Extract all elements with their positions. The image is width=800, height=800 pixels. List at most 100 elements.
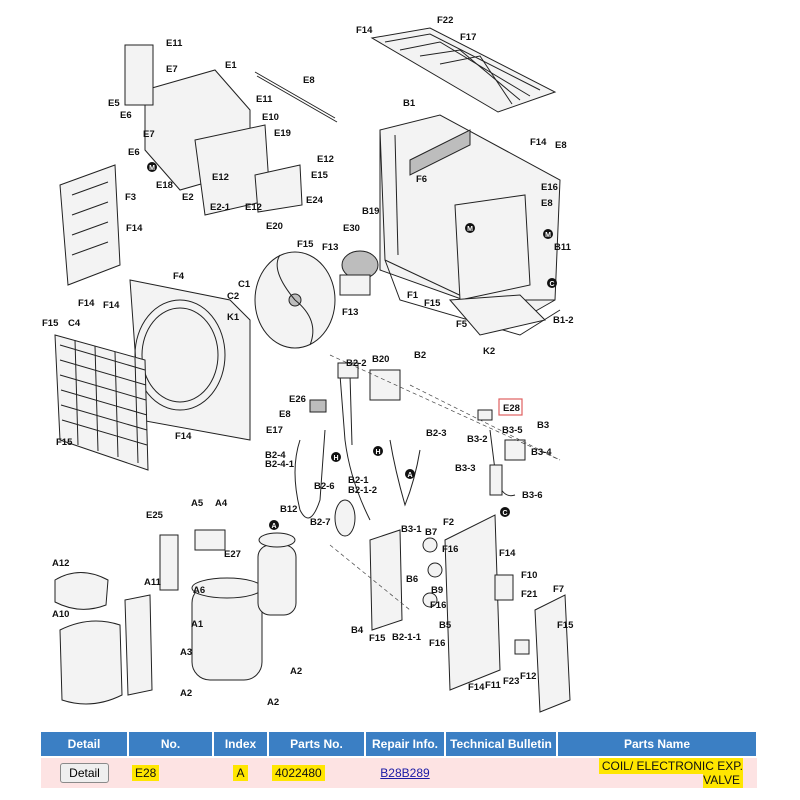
handle-panel: [534, 594, 571, 713]
connection-marker-h: H: [373, 446, 383, 456]
part-label-e26: E26: [289, 394, 306, 405]
connection-marker-m: M: [543, 229, 553, 239]
part-label-b2-4-1: B2-4-1: [265, 459, 295, 470]
part-label-e12: E12: [317, 154, 334, 165]
connection-marker-a: A: [405, 469, 415, 479]
part-label-f22: F22: [437, 15, 453, 26]
table-row: Detail E28 A 4022480 B28B289 COIL/ ELECT…: [41, 756, 757, 788]
part-label-e17: E17: [266, 425, 283, 436]
svg-text:H: H: [333, 455, 338, 462]
part-label-e24: E24: [306, 195, 324, 206]
part-label-b3-4: B3-4: [531, 447, 552, 458]
repair-info-link[interactable]: B28B289: [380, 766, 430, 780]
part-label-b3-5: B3-5: [502, 425, 523, 436]
cell-technical-bulletin: [445, 756, 557, 788]
connection-marker-m: M: [465, 223, 475, 233]
part-label-b1-2: B1-2: [553, 315, 574, 326]
col-header-parts-no: Parts No.: [268, 732, 366, 757]
part-label-a10: A10: [52, 609, 69, 620]
cell-index: A: [213, 756, 268, 788]
top-cover-panel: [370, 27, 557, 113]
part-label-b6: B6: [406, 574, 418, 585]
part-label-f23: F23: [503, 676, 519, 687]
part-label-b2-4: B2-4: [265, 450, 286, 461]
part-label-f14: F14: [356, 25, 373, 36]
part-label-b7: B7: [425, 527, 437, 538]
part-label-e7: E7: [166, 64, 178, 75]
part-label-f15: F15: [297, 239, 314, 250]
part-label-b3-6: B3-6: [522, 490, 543, 501]
connection-marker-c: C: [547, 278, 557, 288]
part-label-f17: F17: [460, 32, 476, 43]
col-header-no: No.: [128, 732, 214, 757]
part-label-e11: E11: [166, 38, 183, 49]
svg-text:C: C: [502, 510, 507, 517]
side-grille: [59, 164, 121, 286]
col-header-detail: Detail: [41, 732, 129, 757]
part-label-a2: A2: [290, 666, 302, 677]
part-label-a2: A2: [267, 697, 279, 708]
part-label-b3: B3: [537, 420, 549, 431]
part-label-b2: B2: [414, 350, 426, 361]
part-label-e11: E11: [256, 94, 273, 105]
front-grille: [54, 334, 149, 471]
part-label-e8: E8: [541, 198, 553, 209]
part-label-e8: E8: [279, 409, 291, 420]
part-label-b3-1: B3-1: [401, 524, 422, 535]
part-label-e5: E5: [108, 98, 120, 109]
part-label-f14: F14: [468, 682, 485, 693]
part-label-f11: F11: [485, 680, 502, 691]
connection-marker-c: C: [500, 507, 510, 517]
part-label-b2-3: B2-3: [426, 428, 447, 439]
col-header-technical-bulletin: Technical Bulletin: [445, 732, 558, 757]
svg-text:C: C: [549, 281, 554, 288]
unit-base-frame: [379, 114, 561, 336]
part-label-e8: E8: [555, 140, 567, 151]
part-label-e7: E7: [143, 129, 155, 140]
svg-text:M: M: [149, 165, 155, 172]
part-label-b3-3: B3-3: [455, 463, 476, 474]
part-label-a12: A12: [52, 558, 69, 569]
part-label-e27: E27: [224, 549, 241, 560]
part-label-a5: A5: [191, 498, 204, 509]
part-label-c4: C4: [68, 318, 81, 329]
part-label-k1: K1: [227, 312, 240, 323]
cell-no: E28: [128, 756, 213, 788]
part-label-e2: E2: [182, 192, 194, 203]
part-label-b2-1: B2-1: [348, 475, 369, 486]
part-label-e12: E12: [212, 172, 229, 183]
part-label-f15: F15: [56, 437, 73, 448]
part-label-f5: F5: [456, 319, 468, 330]
fan-motor: [339, 250, 379, 296]
detail-button[interactable]: Detail: [60, 763, 109, 783]
parts-table: Detail No. Index Parts No. Repair Info. …: [41, 732, 758, 788]
parts-table-header: Detail No. Index Parts No. Repair Info. …: [41, 732, 758, 757]
part-label-f15: F15: [42, 318, 59, 329]
svg-text:H: H: [375, 449, 380, 456]
piping-assembly: [294, 362, 526, 537]
part-label-a11: A11: [144, 577, 162, 588]
part-label-b12: B12: [280, 504, 297, 515]
col-header-index: Index: [213, 732, 269, 757]
part-label-c1: C1: [238, 279, 251, 290]
part-label-f14: F14: [78, 298, 95, 309]
part-label-e25: E25: [146, 510, 164, 521]
electrical-box: [124, 44, 338, 216]
part-label-a6: A6: [193, 585, 205, 596]
part-label-a2: A2: [180, 688, 192, 699]
part-label-e19: E19: [274, 128, 291, 139]
fan-blade: [254, 251, 336, 349]
part-label-b2-1-2: B2-1-2: [348, 485, 377, 496]
part-label-b1: B1: [403, 98, 416, 109]
part-label-f10: F10: [521, 570, 537, 581]
part-label-b2-6: B2-6: [314, 481, 335, 492]
compressor: [159, 529, 297, 681]
col-header-repair-info: Repair Info.: [365, 732, 446, 757]
part-label-e28: E28: [503, 403, 520, 414]
part-label-e20: E20: [266, 221, 283, 232]
part-label-f13: F13: [322, 242, 338, 253]
part-label-f16: F16: [430, 600, 446, 611]
part-label-e8: E8: [303, 75, 315, 86]
